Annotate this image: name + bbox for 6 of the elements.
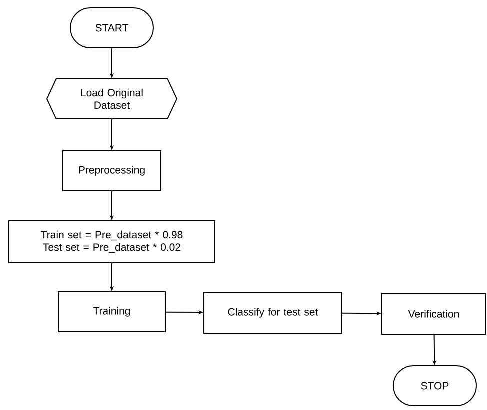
process-box: Training <box>58 292 166 332</box>
preparation-hexagon: Load Original Dataset <box>46 78 178 120</box>
process-box: Train set = Pre_dataset * 0.98 Test set = Pre_dataset * 0.02 <box>8 220 216 264</box>
process-box: Preprocessing <box>62 150 162 192</box>
process-box: Classify for test set <box>204 292 342 334</box>
process-box: Verification <box>382 293 486 335</box>
